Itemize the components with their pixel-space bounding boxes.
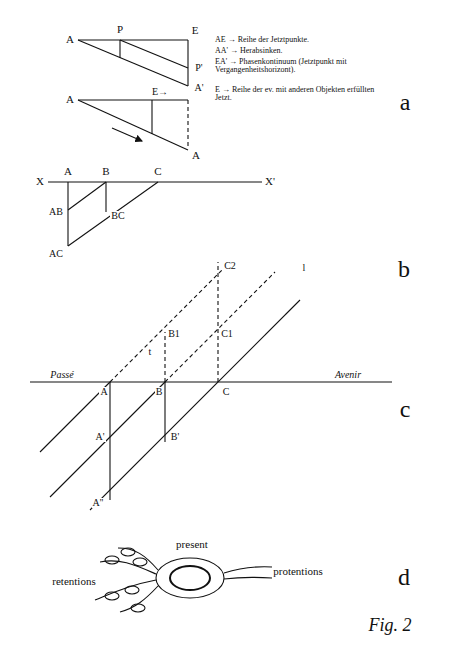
figure-stroke (120, 586, 158, 612)
figure-stroke (78, 99, 188, 100)
diagram-label: C (153, 166, 162, 178)
figure-stroke (131, 604, 145, 612)
diagram-label: AC (48, 249, 64, 260)
diagram-label: retentions (51, 576, 96, 588)
diagram-label: C2 (223, 261, 237, 272)
panel-letter: Fig. 2 (368, 616, 413, 635)
diagram-label: P (116, 24, 124, 36)
figure-stroke (100, 561, 156, 574)
figure-stroke (170, 566, 210, 590)
diagram-label: B (155, 387, 164, 398)
figure-stroke (164, 382, 165, 442)
figure-stroke (151, 100, 152, 134)
diagram-label: Avenir (334, 370, 362, 381)
panel-letter: d (397, 565, 411, 590)
figure-stroke (120, 40, 188, 68)
figure-stroke (68, 182, 158, 246)
figure-stroke (109, 382, 110, 500)
diagram-label: A (99, 387, 108, 398)
figure-stroke (187, 100, 188, 148)
figure-stroke (78, 100, 188, 150)
diagram-label: B1 (167, 329, 181, 340)
figure-stroke (78, 40, 188, 86)
figure-stroke (67, 182, 68, 246)
diagram-label: A (65, 34, 75, 46)
diagram-label: A (191, 150, 201, 162)
diagram-d (95, 548, 272, 612)
diagram-label: AA' → Herabsinken. (214, 47, 283, 55)
diagram-label: E → Reihe der ev. mit anderen Objekten e… (214, 86, 386, 103)
diagram-label: A'' (92, 498, 105, 509)
diagram-label: l (302, 263, 307, 274)
figure-stroke (156, 558, 224, 598)
figure-stroke (224, 567, 272, 573)
figure-stroke (217, 262, 218, 382)
diagram-label: E→ (151, 87, 169, 98)
diagram-label: A (63, 166, 73, 178)
panel-letter: b (397, 257, 411, 282)
figure-stroke (68, 182, 106, 210)
diagram-label: B' (170, 432, 180, 443)
diagram-label: AE → Reihe der Jetztpunkte. (214, 36, 310, 44)
figure-stroke (50, 382, 165, 497)
figure-stroke (165, 272, 275, 382)
diagram-label: BC (110, 211, 125, 222)
figure-stroke (119, 40, 120, 58)
figure-stroke (105, 556, 119, 564)
diagram-label: Passé (49, 370, 74, 381)
figure-stroke (105, 182, 106, 212)
figure-stroke (105, 592, 119, 600)
figure-stroke (164, 332, 165, 382)
diagram-label: X' (264, 176, 276, 188)
diagram-b (48, 182, 262, 246)
figure-stroke (224, 577, 272, 579)
figure-stroke (121, 548, 135, 556)
diagram-label: C (222, 387, 231, 398)
diagram-label: A (65, 94, 75, 106)
figure-stroke (110, 267, 225, 382)
figure-stroke (48, 181, 262, 182)
panel-letter: c (399, 397, 412, 422)
diagram-label: P' (194, 63, 203, 74)
panel-letter: a (399, 90, 412, 115)
diagram-c (30, 262, 392, 510)
diagram-label: E (191, 25, 200, 37)
figure-stroke (30, 381, 392, 382)
diagram-label: AB (48, 207, 64, 218)
diagram-a (78, 40, 188, 150)
figure-stroke (40, 382, 110, 452)
diagram-label: A' (193, 83, 204, 94)
figure-stroke (90, 300, 300, 510)
figure-stroke (78, 39, 188, 40)
diagram-label: EA' → Phasenkontinuum (Jetztpunkt mit Ve… (214, 58, 386, 75)
figure-stroke (125, 586, 139, 594)
diagram-label: t (148, 347, 153, 358)
figure-stroke (187, 40, 188, 86)
diagram-label: B (101, 166, 110, 178)
figure-stroke (118, 548, 158, 570)
diagram-label: present (175, 539, 209, 551)
diagram-label: X (35, 176, 45, 188)
diagram-label: C1 (220, 329, 234, 340)
figure-stroke (133, 558, 147, 566)
figure-stroke (112, 128, 142, 141)
diagram-label: protentions (272, 566, 324, 578)
diagram-label: A' (94, 432, 105, 443)
